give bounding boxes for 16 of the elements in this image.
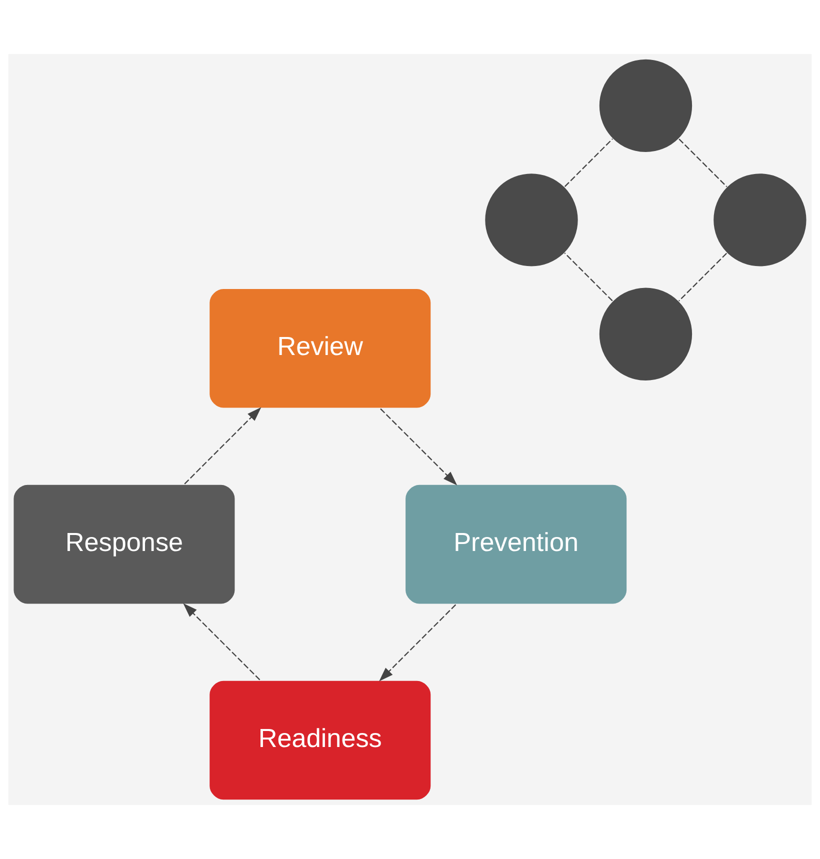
- connector: [564, 138, 613, 187]
- arrow: [380, 408, 458, 486]
- node-box: Prevention: [404, 484, 628, 605]
- node-circle: [712, 172, 808, 268]
- node-circle: [598, 58, 694, 154]
- connector: [678, 138, 728, 188]
- node-box: Review: [208, 288, 432, 409]
- node-box: Readiness: [208, 680, 432, 801]
- arrow: [183, 603, 260, 680]
- arrow: [379, 604, 456, 682]
- node-box: Response: [12, 484, 236, 605]
- node-circle: [598, 286, 694, 382]
- connector: [678, 252, 728, 302]
- node-circle: [484, 172, 580, 268]
- connector: [564, 252, 613, 302]
- arrow: [184, 407, 262, 484]
